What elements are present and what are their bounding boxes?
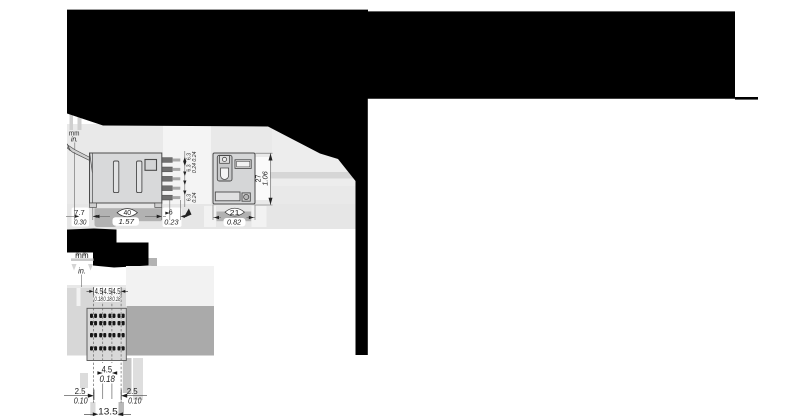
svg-text:4.5: 4.5 <box>112 287 121 296</box>
svg-text:2.5: 2.5 <box>127 386 138 396</box>
svg-text:0.10: 0.10 <box>74 395 88 405</box>
svg-text:21: 21 <box>230 210 240 217</box>
svg-text:1.57: 1.57 <box>119 219 136 226</box>
svg-text:0.18: 0.18 <box>94 297 103 303</box>
svg-text:in.: in. <box>71 137 78 144</box>
svg-text:40: 40 <box>124 210 132 217</box>
svg-text:4.5: 4.5 <box>104 287 113 296</box>
svg-text:0.18: 0.18 <box>103 297 112 303</box>
svg-text:7.7: 7.7 <box>74 210 85 217</box>
svg-text:6: 6 <box>169 210 173 217</box>
svg-text:0.23: 0.23 <box>164 219 178 226</box>
svg-text:mm: mm <box>75 250 89 260</box>
svg-text:13.5: 13.5 <box>98 407 118 416</box>
svg-text:in.: in. <box>78 266 86 276</box>
svg-text:0.18: 0.18 <box>112 297 121 303</box>
svg-text:4.5: 4.5 <box>95 287 104 296</box>
svg-text:0.30: 0.30 <box>74 219 86 226</box>
svg-text:2.5: 2.5 <box>75 386 86 396</box>
svg-text:0.24: 0.24 <box>192 163 198 173</box>
svg-text:0.24: 0.24 <box>192 192 198 202</box>
svg-text:0.82: 0.82 <box>227 220 241 227</box>
svg-text:4.5: 4.5 <box>102 364 113 374</box>
svg-text:6.3: 6.3 <box>186 164 192 171</box>
svg-text:1.06: 1.06 <box>262 171 269 186</box>
svg-text:0.24: 0.24 <box>192 151 198 161</box>
svg-text:6.3: 6.3 <box>186 194 192 201</box>
svg-text:6.3: 6.3 <box>186 153 192 160</box>
svg-text:0.10: 0.10 <box>128 395 142 405</box>
svg-text:0.18: 0.18 <box>100 374 115 384</box>
svg-text:27: 27 <box>256 175 263 183</box>
svg-text:mm: mm <box>69 130 80 137</box>
